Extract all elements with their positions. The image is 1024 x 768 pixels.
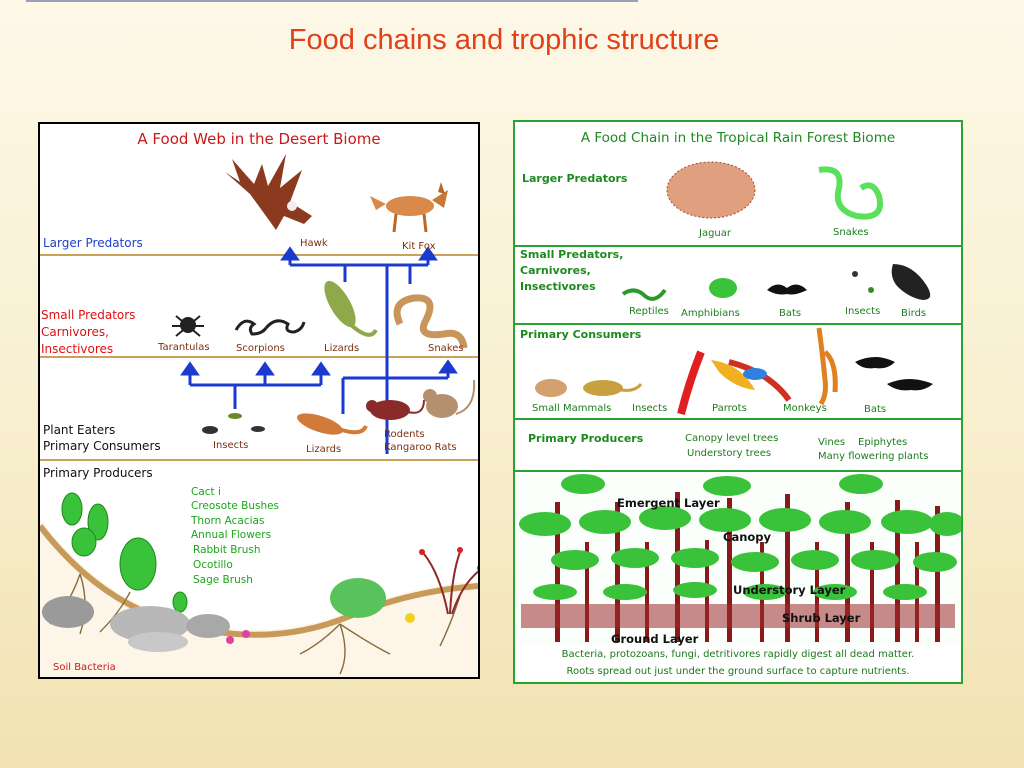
parrot-icon [677,350,705,415]
jaguar-label: Jaguar [699,228,732,239]
bats-top-label: Bats [779,308,802,319]
insects-label: Insects [213,440,249,451]
snakes-label: Snakes [428,343,464,354]
rocks-icon [42,596,230,652]
snakes-label: Snakes [833,227,869,238]
shrub-layer-label: Shrub Layer [782,611,861,625]
ground-layer-label: Ground Layer [611,632,699,646]
plant-eaters-label-2: Primary Consumers [43,439,161,453]
reptiles-label: Reptiles [629,306,669,317]
amphibians-label: Amphibians [681,308,740,319]
canopy-trees-label: Canopy level trees [685,433,779,444]
scorpion-icon [234,319,268,336]
vines-label: Vines [818,437,846,448]
tarantula-icon [172,315,204,337]
desert-food-web-panel: A Food Web in the Desert Biome Larger Pr… [38,122,480,679]
rainforest-illustration [515,161,961,646]
kangaroo-rat-icon [423,379,476,418]
understory-layer-label: Understory Layer [733,583,846,597]
emergent-layer-label: Emergent Layer [617,496,720,510]
reptile-icon [621,288,667,301]
kit-fox-label: Kit Fox [402,241,436,252]
epiphytes-label: Epiphytes [858,437,908,448]
bats-label: Bats [864,404,887,415]
rainforest-food-chain-panel: A Food Chain in the Tropical Rain Forest… [513,120,963,684]
rainforest-title: A Food Chain in the Tropical Rain Forest… [580,130,896,146]
plant-cacti: Cact i [191,486,221,498]
bird-icon [891,264,931,300]
monkeys-label: Monkeys [783,403,827,414]
soil-bacteria-label: Soil Bacteria [53,662,116,673]
kit-fox-icon [370,182,448,233]
small-mammals-label: Small Mammals [532,403,612,414]
larger-predators-label: Larger Predators [522,172,628,185]
small-mammal-icon [535,379,567,397]
lizard-bottom-icon [297,413,368,435]
plant-acacias: Thorn Acacias [191,515,265,527]
desert-illustration [40,154,478,677]
plant-annual-flowers: Annual Flowers [191,529,272,541]
desert-title: A Food Web in the Desert Biome [137,130,381,148]
rodent-icon [366,399,425,420]
small-predators-label-2: Carnivores, [520,264,591,277]
plant-creosote: Creosote Bushes [191,500,280,512]
hawk-icon [225,154,312,230]
creosote-bush-icon [330,578,386,618]
insects-label: Insects [632,403,668,414]
larger-predators-label: Larger Predators [43,236,143,250]
insects-icon [202,413,265,434]
jaguar-icon [666,161,756,219]
snake-icon [393,294,468,349]
small-predators-label-3: Insectivores [41,342,114,356]
hawk-label: Hawk [300,238,328,249]
insects-top-label: Insects [845,306,881,317]
rodents-label: Rodents [384,429,425,440]
tarantulas-label: Tarantulas [158,342,210,353]
understory-trees-label: Understory trees [687,448,772,459]
small-predators-label-1: Small Predators [41,308,136,322]
scorpion-icon [264,319,306,334]
plant-sage-brush: Sage Brush [193,574,253,586]
lizards-top-label: Lizards [324,343,360,354]
top-rule [26,0,638,2]
insect-icon [852,271,858,277]
bat-icon [887,379,933,391]
plant-rabbit-brush: Rabbit Brush [193,544,261,556]
birds-label: Birds [901,308,927,319]
small-predators-label-1: Small Predators, [520,248,624,261]
primary-producers-label: Primary Producers [43,466,153,480]
amphibian-icon [709,278,737,298]
slide-title: Food chains and trophic structure [288,24,720,56]
flowering-plants-label: Many flowering plants [818,451,929,462]
monkey-icon [816,327,838,406]
snake-icon [818,166,883,220]
primary-consumers-label: Primary Consumers [520,328,642,341]
lizard-icon [324,280,378,337]
quoll-icon [583,380,623,396]
canopy-layer-label: Canopy [723,530,772,544]
scorpions-label: Scorpions [236,343,285,354]
decomposers-note: Bacteria, protozoans, fungi, detritivore… [561,649,915,660]
lizards-bottom-label: Lizards [306,444,342,455]
roots-note: Roots spread out just under the ground s… [566,666,910,677]
kangaroo-rats-label: Kangaroo Rats [384,442,457,453]
small-predators-label-3: Insectivores [520,280,596,293]
forest-trees [519,474,961,642]
plant-ocotillo: Ocotillo [193,559,233,571]
ocotillo-icon [423,551,478,615]
cactus-icon [61,492,188,613]
small-predators-label-2: Carnivores, [41,325,109,339]
parrots-label: Parrots [712,403,747,414]
plant-eaters-label-1: Plant Eaters [43,423,116,437]
bat-icon [767,284,807,295]
primary-producers-label: Primary Producers [528,432,644,445]
bat-icon [855,357,895,369]
